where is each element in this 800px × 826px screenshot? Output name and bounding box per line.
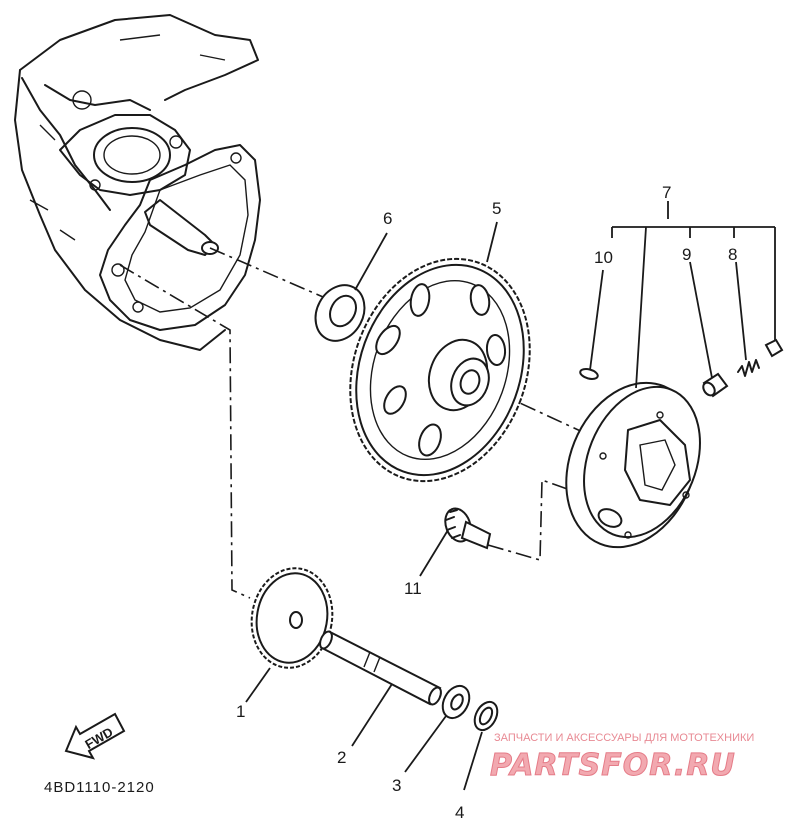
part-9-plunger [702,372,729,398]
leader-lines [245,201,776,791]
part-11-bolt [444,507,492,550]
part-8-spring [737,359,760,377]
part-7-cap [764,338,784,358]
callout-labels: 6 5 7 10 9 8 11 1 2 3 4 [236,183,737,822]
watermark: ЗАПЧАСТИ И АКСЕССУАРЫ ДЛЯ МОТОТЕХНИКИ PA… [490,732,755,784]
callout-5: 5 [492,199,501,218]
callout-8: 8 [728,245,737,264]
callout-7: 7 [662,183,671,202]
callout-2: 2 [337,748,346,767]
callout-4: 4 [455,803,464,822]
callout-10: 10 [594,248,613,267]
fwd-arrow: FWD [64,712,126,760]
drawing-code: 4BD1110-2120 [44,779,155,796]
part-2-idler-shaft [319,630,442,706]
part-7-starter-clutch [565,381,701,549]
part-1-idler-gear [250,567,334,669]
part-5-starter-wheel-gear [349,257,531,483]
callout-1: 1 [236,702,245,721]
part-4-circlip [473,700,499,732]
callout-9: 9 [682,245,691,264]
part-6-washer [314,284,366,342]
watermark-brand: PARTSFOR.RU [490,748,736,783]
engine-crankcase [14,14,261,351]
callout-6: 6 [383,209,392,228]
callout-3: 3 [392,776,401,795]
part-10-roller [579,368,599,380]
callout-11: 11 [404,579,422,598]
watermark-caption: ЗАПЧАСТИ И АКСЕССУАРЫ ДЛЯ МОТОТЕХНИКИ [494,732,754,744]
part-3-washer [441,684,471,720]
